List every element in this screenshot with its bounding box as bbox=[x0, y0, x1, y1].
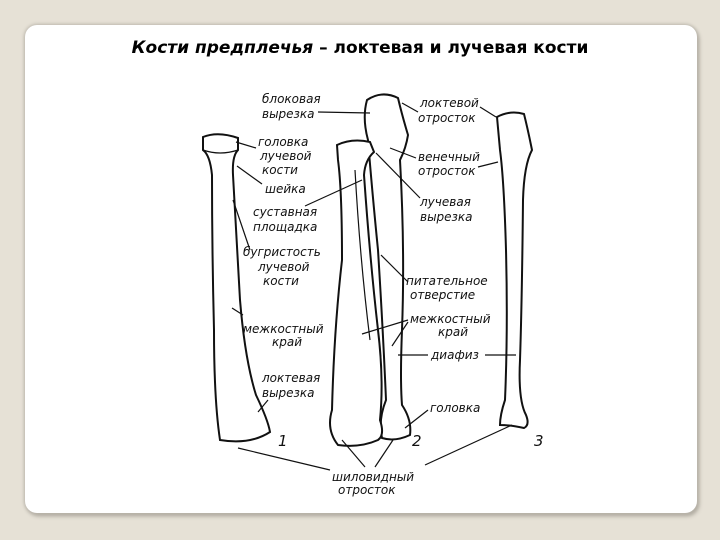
ulna-bone-3 bbox=[495, 111, 534, 430]
label-articular-surface-2: площадка bbox=[253, 220, 317, 234]
label-radial-notch-1: лучевая bbox=[419, 195, 471, 209]
bone-number-1: 1 bbox=[278, 432, 288, 450]
label-nutrient-foramen-1: питательное bbox=[406, 274, 488, 288]
label-coronoid-2: отросток bbox=[418, 164, 476, 178]
label-interosseous-mid-1: межкостный bbox=[410, 312, 491, 326]
title-rest: – локтевая и лучевая кости bbox=[313, 38, 589, 58]
bone-number-3: 3 bbox=[534, 432, 544, 450]
label-olecranon-2: отросток bbox=[418, 111, 476, 125]
label-coronoid-1: венечный bbox=[418, 150, 480, 164]
label-radial-tuberosity-3: кости bbox=[263, 274, 299, 288]
radius-bone-1 bbox=[202, 133, 272, 443]
label-neck: шейка bbox=[265, 182, 306, 196]
label-articular-surface-1: суставная bbox=[253, 205, 317, 219]
label-radial-head-2: лучевой bbox=[259, 149, 312, 163]
label-trochlear-notch-2: вырезка bbox=[262, 107, 315, 121]
label-styloid-1: шиловидный bbox=[332, 470, 414, 484]
label-radial-tuberosity-1: бугристость bbox=[243, 245, 321, 259]
radius-crest bbox=[354, 169, 371, 341]
label-radial-notch-2: вырезка bbox=[420, 210, 473, 224]
slide-title: Кости предплечья – локтевая и лучевая ко… bbox=[0, 38, 720, 58]
ulna-bone-2 bbox=[363, 93, 412, 441]
label-head: головка bbox=[430, 401, 480, 415]
radius-head-edge bbox=[202, 149, 239, 154]
leader-lines bbox=[231, 102, 516, 471]
label-trochlear-notch-1: блоковая bbox=[262, 92, 321, 106]
label-styloid-2: отросток bbox=[338, 483, 396, 497]
label-ulnar-notch-2: вырезка bbox=[262, 386, 315, 400]
label-radial-head-3: кости bbox=[262, 163, 298, 177]
label-interosseous-left-1: межкостный bbox=[243, 322, 324, 336]
label-radial-tuberosity-2: лучевой bbox=[257, 260, 310, 274]
label-radial-head-1: головка bbox=[258, 135, 308, 149]
label-olecranon-1: локтевой bbox=[419, 96, 479, 110]
label-interosseous-left-2: край bbox=[272, 335, 302, 349]
label-diaphysis: диафиз bbox=[430, 348, 479, 362]
label-interosseous-mid-2: край bbox=[438, 325, 468, 339]
bone-number-2: 2 bbox=[412, 432, 422, 450]
title-italic: Кости предплечья bbox=[131, 38, 314, 58]
radius-bone-2 bbox=[329, 139, 384, 447]
label-nutrient-foramen-2: отверстие bbox=[410, 288, 475, 302]
label-ulnar-notch-1: локтевая bbox=[261, 371, 320, 385]
